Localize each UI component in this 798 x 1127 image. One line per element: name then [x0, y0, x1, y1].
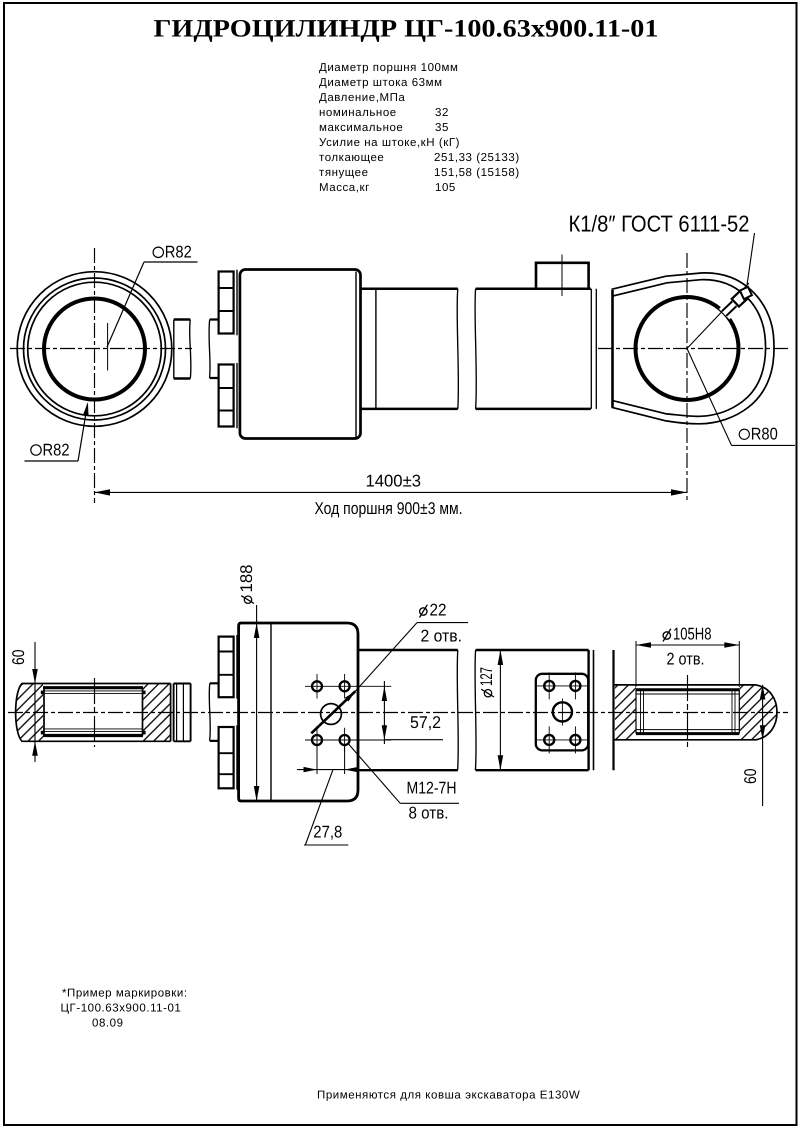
svg-text:105Н8: 105Н8	[673, 625, 712, 644]
svg-text:Масса,кг: Масса,кг	[319, 182, 370, 194]
svg-text:60: 60	[741, 769, 760, 785]
svg-text:105: 105	[435, 182, 456, 194]
svg-text:ЦГ-100.63х900.11-01: ЦГ-100.63х900.11-01	[61, 1003, 182, 1015]
svg-text:Диаметр штока 63мм: Диаметр штока 63мм	[319, 77, 443, 89]
svg-text:Применяются для ковша экскават: Применяются для ковша экскаватора E130W	[317, 1089, 580, 1101]
svg-text:35: 35	[435, 122, 449, 134]
svg-text:ГИДРОЦИЛИНДР ЦГ-100.63х900.11-: ГИДРОЦИЛИНДР ЦГ-100.63х900.11-01	[154, 15, 659, 42]
svg-text:К1/8″ ГОСТ 6111-52: К1/8″ ГОСТ 6111-52	[569, 210, 750, 236]
svg-text:R82: R82	[43, 440, 70, 459]
svg-text:22: 22	[430, 601, 447, 620]
svg-text:R82: R82	[165, 243, 192, 262]
svg-text:151,58 (15158): 151,58 (15158)	[434, 167, 520, 179]
svg-text:8 отв.: 8 отв.	[409, 804, 449, 823]
svg-text:Давление,МПа: Давление,МПа	[319, 92, 405, 104]
svg-text:2 отв.: 2 отв.	[667, 649, 705, 668]
svg-text:1400±3: 1400±3	[366, 472, 422, 491]
svg-text:188: 188	[237, 565, 256, 593]
svg-text:*Пример маркировки:: *Пример маркировки:	[62, 988, 188, 1000]
svg-text:32: 32	[435, 107, 449, 119]
svg-text:57,2: 57,2	[410, 713, 441, 732]
svg-text:127: 127	[477, 667, 496, 686]
svg-text:толкающее: толкающее	[319, 152, 384, 164]
svg-text:08.09: 08.09	[92, 1018, 124, 1030]
svg-text:60: 60	[9, 650, 28, 666]
svg-text:R80: R80	[751, 425, 778, 444]
svg-text:2 отв.: 2 отв.	[421, 626, 463, 645]
svg-text:251,33 (25133): 251,33 (25133)	[434, 152, 520, 164]
svg-text:Ход поршня 900±3 мм.: Ход поршня 900±3 мм.	[315, 499, 463, 518]
svg-text:номинальное: номинальное	[319, 107, 397, 119]
svg-text:Диаметр поршня 100мм: Диаметр поршня 100мм	[319, 62, 458, 74]
svg-text:максимальное: максимальное	[319, 122, 403, 134]
svg-text:Усилие на штоке,кН (кГ): Усилие на штоке,кН (кГ)	[319, 137, 460, 149]
svg-text:27,8: 27,8	[313, 823, 342, 842]
svg-text:М12-7Н: М12-7Н	[407, 779, 457, 798]
svg-text:тянущее: тянущее	[319, 167, 369, 179]
